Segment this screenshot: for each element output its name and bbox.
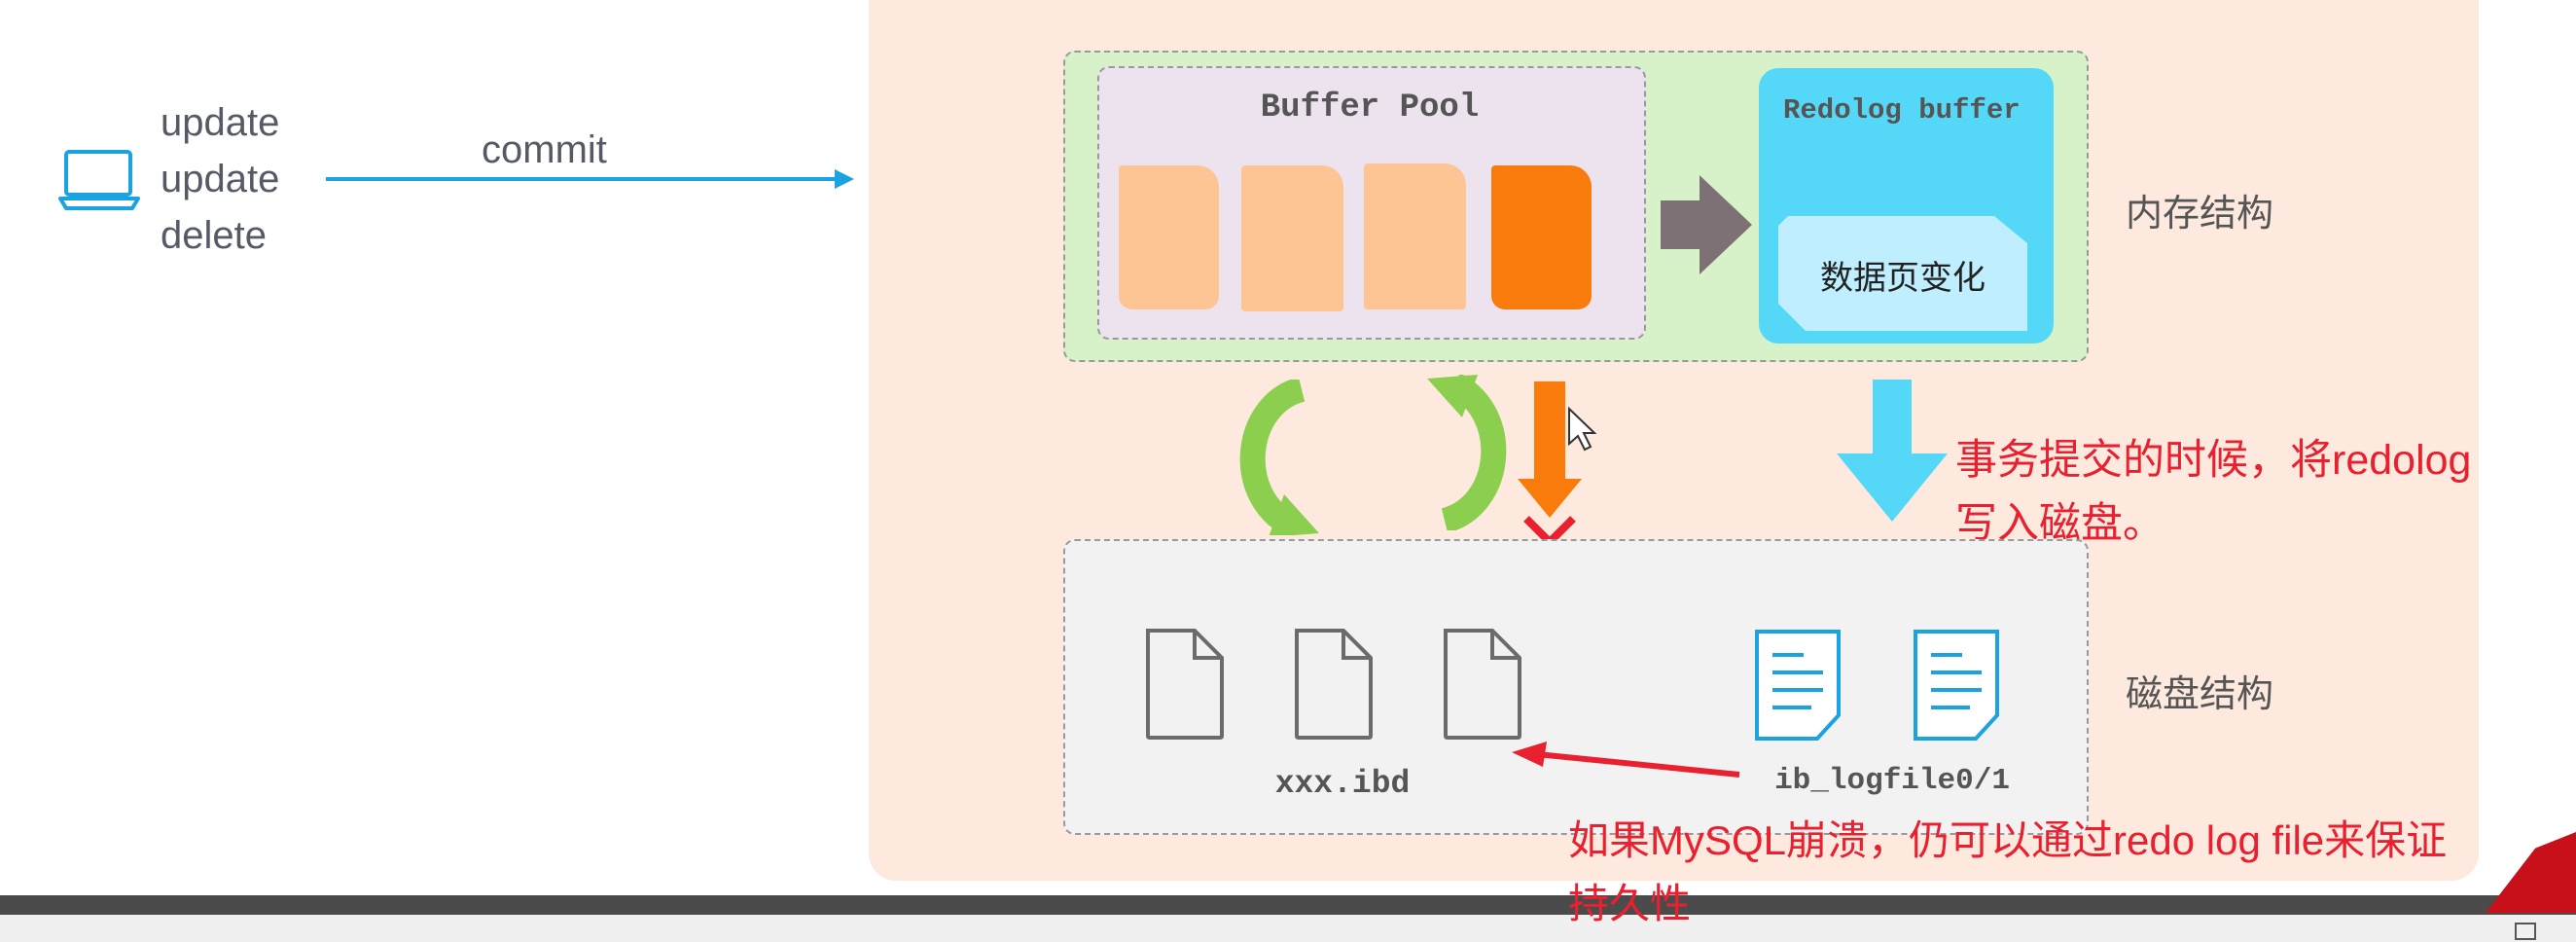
laptop-icon [58,146,140,219]
crash-note-line1: 如果MySQL崩溃，仍可以通过redo log file来保证 [1568,817,2448,863]
client-op-2: update [161,158,280,200]
commit-note-line1: 事务提交的时候，将redolog [1955,437,2472,484]
crash-note-line2: 持久性 [1568,881,1692,926]
client-op-3: delete [161,214,267,257]
client-op-1: update [161,101,280,144]
redolog-buffer-title: Redolog buffer [1783,94,2021,127]
disk-structure-label: 磁盘结构 [2126,674,2274,715]
ibd-label: xxx.ibd [1274,766,1411,802]
green-cycle-right-icon [1427,375,1507,530]
memory-structure-label: 内存结构 [2126,194,2274,235]
redolog-page-text: 数据页变化 [1820,260,1986,297]
redolog-page-shape [1778,216,2027,331]
buffer-pool-title: Buffer Pool [1260,90,1480,127]
buffer-page-dirty [1491,165,1592,309]
ibd-file-2-icon [1295,629,1373,740]
logfile-label: ib_logfile0/1 [1774,764,2010,798]
buffer-page-2 [1241,165,1343,311]
recovery-arrow [1512,742,1740,778]
commit-arrow [326,169,854,189]
cyan-redolog-flush-arrow [1837,380,1948,522]
to-redolog-arrow [1661,175,1752,274]
orange-flush-arrow [1518,381,1582,518]
ibd-file-1-icon [1146,629,1224,740]
buffer-page-1 [1119,165,1219,309]
logfile-2-icon [1914,630,1999,741]
logfile-1-icon [1755,630,1841,741]
ibd-file-3-icon [1444,629,1521,740]
green-cycle-left-icon [1239,380,1319,535]
corner-red-shape [2486,832,2576,913]
window-icon[interactable] [2515,923,2536,940]
bottom-divider-bar [0,895,2576,915]
cursor-icon [1568,407,1596,452]
buffer-page-3 [1364,163,1466,309]
commit-label: commit [482,128,607,171]
bottom-strip [0,915,2576,942]
